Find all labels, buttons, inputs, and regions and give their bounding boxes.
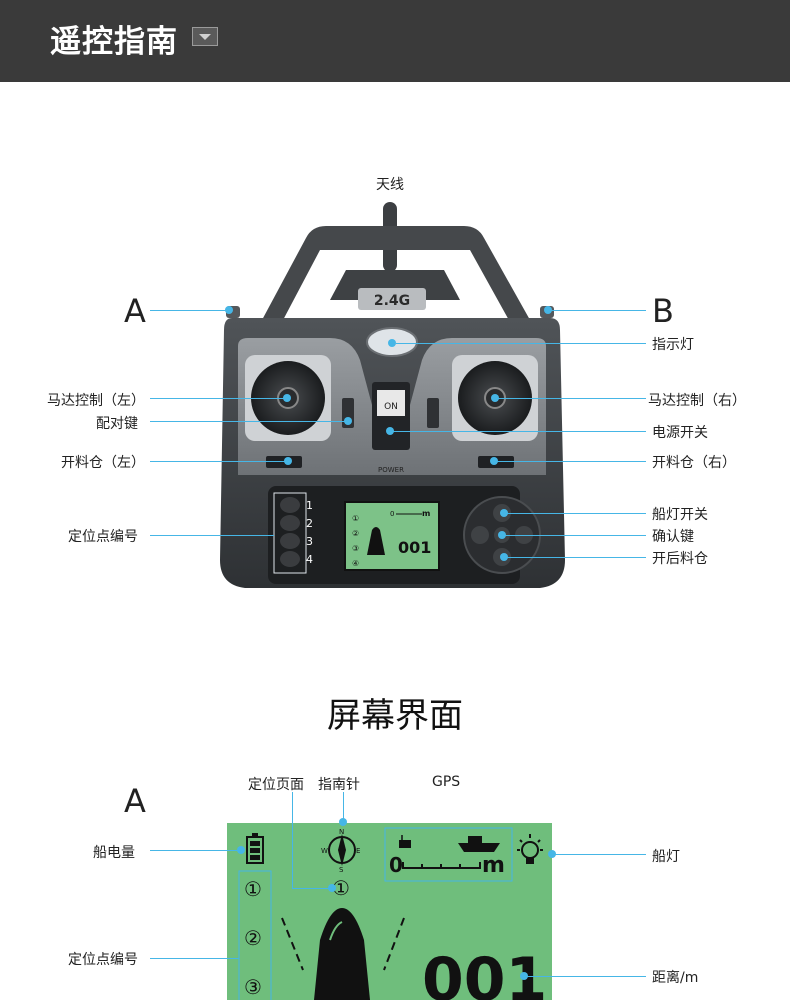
remote-lcd-digits: 001 (398, 538, 431, 557)
point-1: ① (244, 877, 262, 901)
current-point-marker: ① (332, 876, 350, 900)
waypoint-highlight-box (273, 492, 307, 574)
point-2: ② (244, 926, 262, 950)
badge-2-4g (358, 288, 426, 310)
remote-lcd-zero: 0 (390, 510, 394, 518)
waypoint-number-4: 4 (306, 553, 313, 566)
power-switch-label: 电源开关 (652, 425, 708, 441)
motor-left-label: 马达控制（左） (47, 393, 145, 409)
compass-icon: N S W E (321, 828, 360, 874)
distance-label: 距离/m (652, 970, 699, 986)
svg-text:N: N (339, 828, 344, 836)
svg-text:S: S (339, 866, 344, 874)
page-title: 遥控指南 (50, 24, 178, 60)
boat-light-label: 船灯 (652, 849, 680, 865)
waypoint-number-3: 3 (306, 535, 313, 548)
waypoint-number-1: 1 (306, 499, 313, 512)
waypoints-label: 定位点编号 (68, 529, 138, 545)
motor-right-label: 马达控制（右） (648, 393, 746, 409)
waypoint-number-2: 2 (306, 517, 313, 530)
screen-section-title: 屏幕界面 (327, 696, 463, 736)
badge-2-4g-text: 2.4G (374, 293, 410, 309)
power-text: POWER (378, 466, 404, 474)
gps-zero: 0 (389, 853, 403, 877)
ship-icon (458, 836, 500, 852)
svg-text:①: ① (352, 514, 359, 523)
gps-label: GPS (432, 774, 461, 790)
point-3: ③ (244, 975, 262, 999)
side-letter-a: A (124, 292, 146, 330)
rear-hatch-label: 开后料仓 (652, 551, 708, 567)
antenna-label: 天线 (376, 177, 404, 193)
bulb-icon (517, 834, 543, 864)
confirm-key-label: 确认键 (652, 529, 694, 545)
points-list-box (238, 870, 272, 1000)
boat-light-switch-label: 船灯开关 (652, 507, 708, 523)
hatch-right-label: 开料仓（右） (652, 455, 736, 471)
svg-text:④: ④ (352, 559, 359, 568)
remote-controller-illustration: 2.4G ON POWER 1 2 3 4 ① ② ③ ④ 001 0 m (220, 202, 565, 588)
svg-text:③: ③ (352, 544, 359, 553)
boat-silhouette (314, 908, 370, 1000)
screen-waypoints-label: 定位点编号 (68, 952, 138, 968)
remote-handle (262, 226, 530, 322)
pair-key-label: 配对键 (96, 416, 138, 432)
chevron-down-icon[interactable] (192, 27, 218, 46)
hatch-left-label: 开料仓（左） (61, 455, 145, 471)
compass-label: 指南针 (318, 777, 360, 793)
remote-lcd-unit: m (422, 509, 430, 518)
screen-letter-a: A (124, 782, 146, 820)
battery-label: 船电量 (93, 845, 135, 861)
svg-text:E: E (356, 847, 360, 855)
indicator-label: 指示灯 (652, 337, 694, 353)
power-switch-on-text: ON (384, 402, 398, 412)
remote-lcd (344, 501, 440, 571)
side-letter-b: B (652, 292, 674, 330)
distance-digits: 001 (422, 945, 547, 1000)
waypoint-buttons (280, 497, 300, 567)
svg-text:②: ② (352, 529, 359, 538)
page-header: 遥控指南 (0, 0, 790, 82)
svg-text:W: W (321, 847, 328, 855)
position-page-label: 定位页面 (248, 777, 304, 793)
gps-box (384, 827, 513, 882)
remote-mini-icon (399, 835, 411, 848)
gps-unit: m (482, 853, 505, 878)
battery-icon (246, 833, 264, 864)
